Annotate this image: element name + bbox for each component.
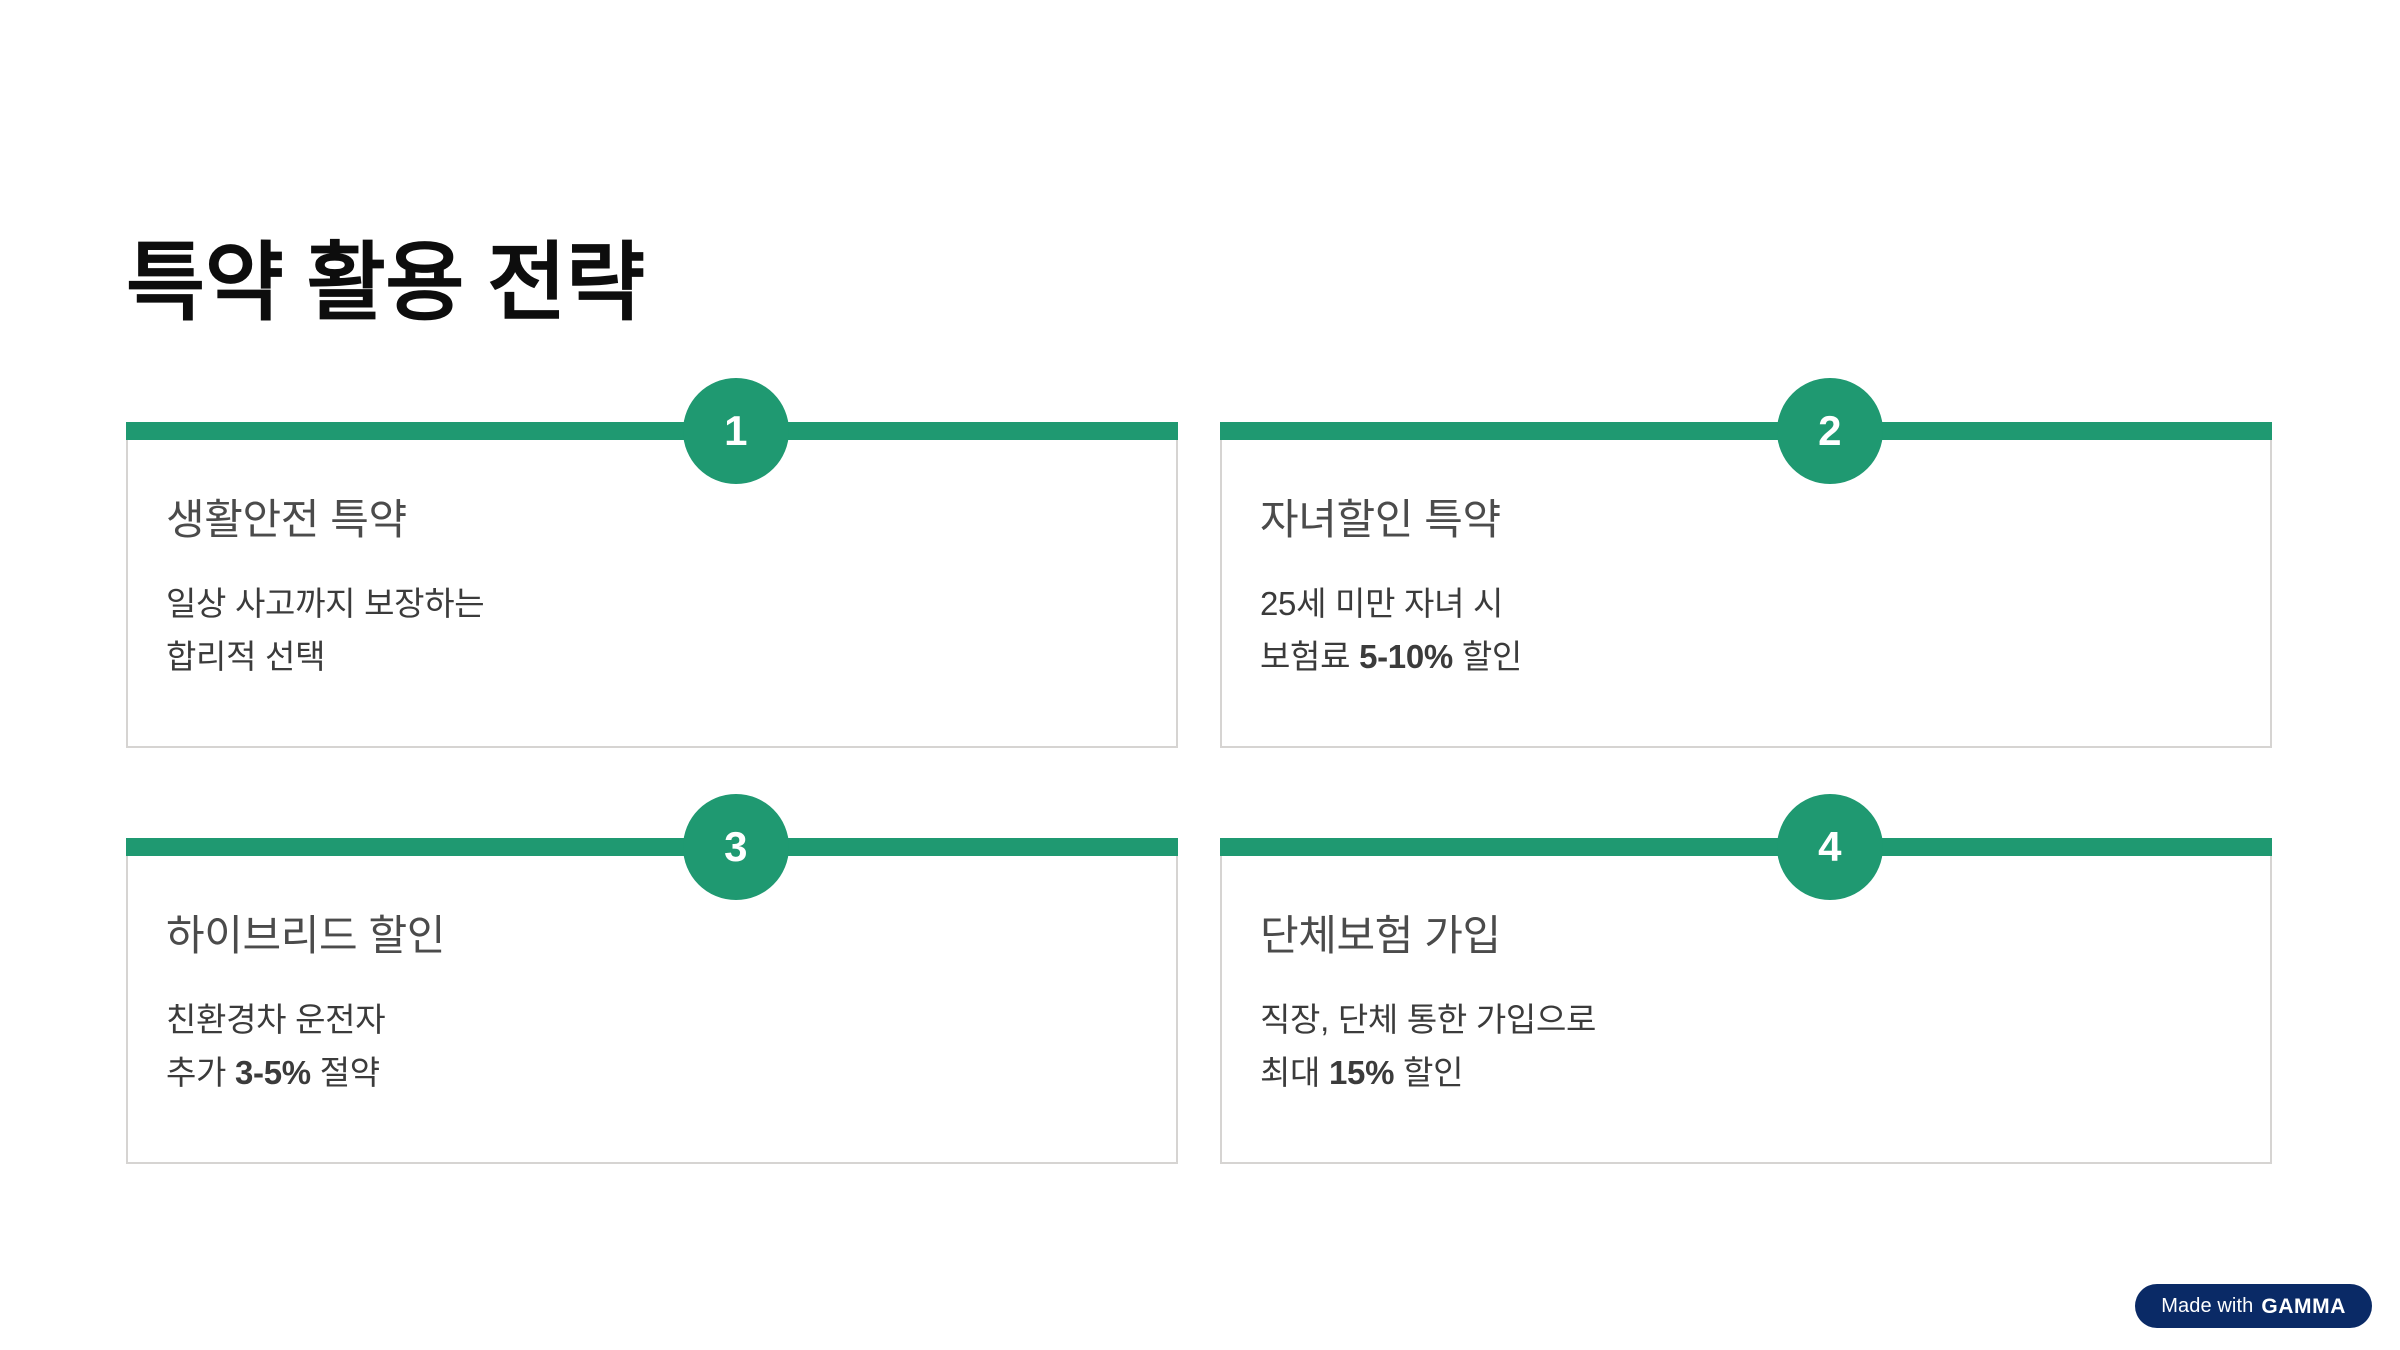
feature-card-1[interactable]: 1 생활안전 특약 일상 사고까지 보장하는 합리적 선택 <box>126 378 1178 748</box>
card-body-3: 친환경차 운전자 추가 3-5% 절약 <box>166 1000 386 1091</box>
gamma-badge-prefix: Made with <box>2161 1295 2254 1317</box>
card-accent-bar-4 <box>1220 838 2272 856</box>
feature-card-4[interactable]: 4 단체보험 가입 직장, 단체 통한 가입으로 최대 15% 할인 <box>1220 794 2272 1164</box>
page-title: 특약 활용 전략 <box>126 234 645 331</box>
card-accent-bar-2 <box>1220 422 2272 440</box>
card-title-3: 하이브리드 할인 <box>166 912 445 959</box>
feature-card-2[interactable]: 2 자녀할인 특약 25세 미만 자녀 시 보험료 5-10% 할인 <box>1220 378 2272 748</box>
card-number-badge-2: 2 <box>1776 378 1883 484</box>
card-body-4: 직장, 단체 통한 가입으로 최대 15% 할인 <box>1260 1000 1597 1091</box>
feature-card-3[interactable]: 3 하이브리드 할인 친환경차 운전자 추가 3-5% 절약 <box>126 794 1178 1164</box>
card-body-2: 25세 미만 자녀 시 보험료 5-10% 할인 <box>1260 584 1522 675</box>
card-accent-bar-3 <box>126 838 1178 856</box>
card-number-badge-1: 1 <box>682 378 789 484</box>
made-with-gamma-badge[interactable]: Made with GAMMA <box>2135 1284 2372 1328</box>
card-number-badge-4: 4 <box>1776 794 1883 900</box>
feature-card-grid: 1 생활안전 특약 일상 사고까지 보장하는 합리적 선택 2 자녀할인 특약 … <box>126 378 2272 1164</box>
card-body-1: 일상 사고까지 보장하는 합리적 선택 <box>166 584 485 675</box>
card-accent-bar-1 <box>126 422 1178 440</box>
card-title-2: 자녀할인 특약 <box>1260 496 1501 543</box>
card-title-4: 단체보험 가입 <box>1260 912 1501 959</box>
gamma-badge-brand: GAMMA <box>2261 1294 2346 1318</box>
card-title-1: 생활안전 특약 <box>166 496 407 543</box>
card-number-badge-3: 3 <box>682 794 789 900</box>
